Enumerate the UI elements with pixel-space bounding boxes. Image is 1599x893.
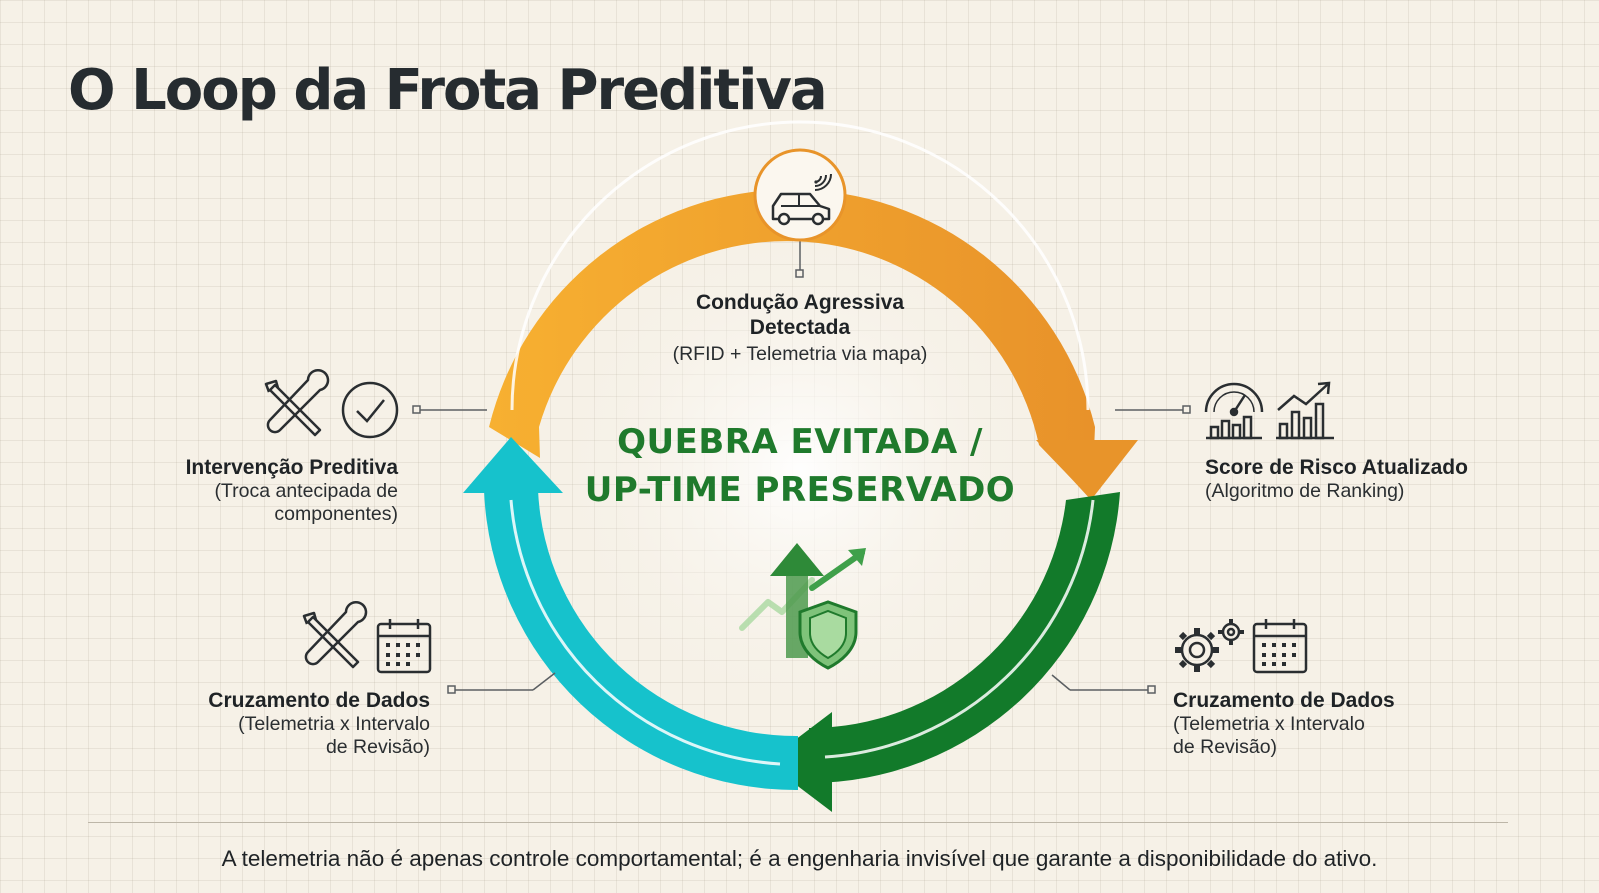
node-top-title-line1: Condução Agressiva bbox=[695, 291, 905, 314]
arc-cyan bbox=[484, 490, 798, 791]
car-signal-icon bbox=[753, 148, 847, 242]
shield-growth-icon bbox=[739, 543, 866, 670]
node-bottom-right-label: Cruzamento de Dados (Telemetria x Interv… bbox=[1173, 688, 1533, 759]
node-bottom-right-title: Cruzamento de Dados bbox=[1173, 689, 1395, 712]
node-bottom-left-subtitle-line1: (Telemetria x Intervalo bbox=[238, 713, 430, 735]
node-bottom-right-subtitle-line2: de Revisão) bbox=[1173, 736, 1278, 758]
node-top-title-line2: Detectada bbox=[749, 316, 851, 339]
node-left-subtitle-line2: componentes) bbox=[274, 503, 398, 525]
node-left-title: Intervenção Preditiva bbox=[185, 456, 398, 479]
node-bottom-left-title: Cruzamento de Dados bbox=[208, 689, 430, 712]
node-bottom-left-subtitle-line2: de Revisão) bbox=[325, 736, 430, 758]
calendar-icon bbox=[1252, 619, 1308, 674]
arrowhead-orange bbox=[1036, 440, 1138, 500]
center-message: QUEBRA EVITADA / UP-TIME PRESERVADO bbox=[520, 418, 1080, 514]
node-top-subtitle: (RFID + Telemetria via mapa) bbox=[672, 343, 928, 365]
node-right-label: Score de Risco Atualizado (Algoritmo de … bbox=[1205, 455, 1565, 503]
node-bottom-left-label: Cruzamento de Dados (Telemetria x Interv… bbox=[90, 688, 430, 759]
trend-chart-icon bbox=[1276, 381, 1334, 440]
arrowhead-green bbox=[766, 712, 832, 812]
node-left-subtitle-line1: (Troca antecipada de bbox=[214, 480, 398, 502]
check-circle-icon bbox=[341, 381, 399, 439]
footer-caption: A telemetria não é apenas controle compo… bbox=[221, 846, 1378, 871]
center-glow bbox=[550, 220, 1050, 720]
tools-icon bbox=[302, 600, 368, 669]
center-message-line2: UP-TIME PRESERVADO bbox=[584, 470, 1016, 510]
arc-cyan-lane bbox=[509, 499, 781, 766]
arc-green-lane bbox=[824, 499, 1095, 759]
calendar-icon bbox=[376, 619, 432, 674]
arc-orange-lane bbox=[510, 120, 1090, 411]
node-bottom-right-subtitle-line1: (Telemetria x Intervalo bbox=[1173, 713, 1365, 735]
node-right-title: Score de Risco Atualizado bbox=[1205, 456, 1468, 479]
arc-orange bbox=[489, 189, 1095, 500]
gauge-chart-icon bbox=[1204, 382, 1264, 440]
footer-divider bbox=[88, 822, 1508, 823]
tools-icon bbox=[264, 368, 330, 437]
gears-icon bbox=[1175, 619, 1244, 672]
center-message-line1: QUEBRA EVITADA / bbox=[617, 422, 983, 462]
node-left-label: Intervenção Preditiva (Troca antecipada … bbox=[60, 455, 398, 526]
page-title: O Loop da Frota Preditiva bbox=[68, 58, 828, 123]
arrowhead-cyan bbox=[463, 437, 563, 493]
node-top-label: Condução Agressiva Detectada (RFID + Tel… bbox=[600, 290, 1000, 366]
connectors bbox=[412, 240, 1191, 694]
node-right-subtitle: (Algoritmo de Ranking) bbox=[1205, 480, 1405, 502]
